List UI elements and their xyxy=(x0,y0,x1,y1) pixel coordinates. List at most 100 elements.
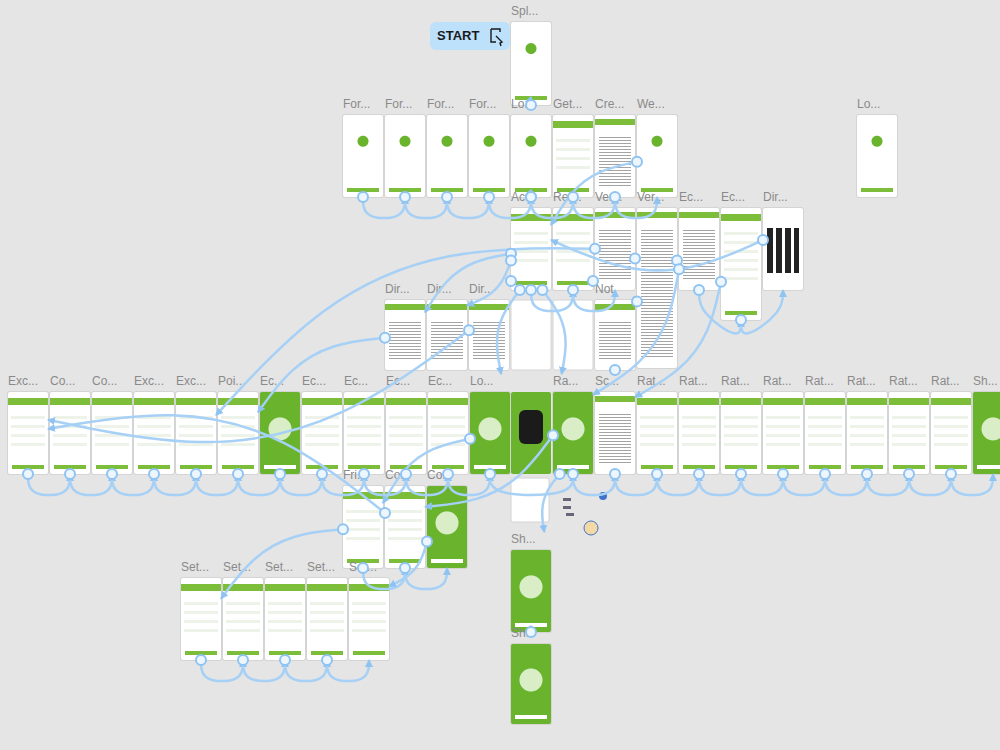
connector-dot xyxy=(758,235,768,245)
screen-body xyxy=(223,578,263,660)
screen-frame: Ec... xyxy=(344,374,384,474)
prototype-connector xyxy=(405,197,447,218)
frame-name: Ac... xyxy=(511,190,535,204)
connector-dot xyxy=(555,469,565,479)
connector-dot xyxy=(632,157,642,167)
prototype-connector xyxy=(489,197,531,218)
prototype-connector xyxy=(573,474,615,495)
connector-dot xyxy=(359,469,369,479)
prototype-connector xyxy=(48,415,385,513)
prototype-connector xyxy=(509,281,511,285)
screen-body xyxy=(385,115,425,197)
prototype-connector xyxy=(327,660,369,681)
connector-dot xyxy=(632,296,642,306)
screen-frame: Rat... xyxy=(763,374,803,474)
frame-name: Rat... xyxy=(847,374,876,388)
screen-frame: Co... xyxy=(427,468,467,568)
connector-dot xyxy=(590,244,600,254)
connector-dot xyxy=(400,563,410,573)
prototype-connector xyxy=(951,474,993,495)
connector-dot xyxy=(191,469,201,479)
frame-name: Fri... xyxy=(343,468,367,482)
frame-name: Not xyxy=(595,282,614,296)
screen-frame: Dir... xyxy=(427,282,467,370)
connector-dot xyxy=(442,192,452,202)
screen-body xyxy=(721,208,761,320)
frame-name: Co... xyxy=(92,374,117,388)
screen-body xyxy=(847,392,887,474)
icon xyxy=(599,492,607,500)
screen-body xyxy=(553,115,593,197)
frame-name: Set... xyxy=(349,560,377,574)
screen-body xyxy=(343,115,383,197)
screen-body xyxy=(470,392,510,474)
connector-dot xyxy=(588,276,598,286)
prototype-connector xyxy=(542,290,565,374)
screen-frame: Ret... xyxy=(553,190,593,290)
connector-dot xyxy=(233,469,243,479)
connector-dot xyxy=(568,192,578,202)
screen-frame: Ec... xyxy=(428,374,468,474)
screen-body xyxy=(511,644,551,724)
screen-frame: Set... xyxy=(181,560,221,660)
prototype-connector xyxy=(425,254,511,313)
screen-frame: Get... xyxy=(553,97,593,197)
connector-dot xyxy=(506,249,516,259)
connector-dot xyxy=(238,655,248,665)
frame-name: Rat... xyxy=(637,374,666,388)
screen-body xyxy=(805,392,845,474)
connector-dot xyxy=(548,430,558,440)
prototype-connector xyxy=(467,260,511,305)
screen-body xyxy=(427,300,467,370)
connector-dot xyxy=(862,469,872,479)
frame-name: Rat... xyxy=(889,374,918,388)
prototype-connector xyxy=(363,568,405,589)
connector-dot xyxy=(672,255,682,265)
connector-dot xyxy=(526,192,536,202)
screen-body xyxy=(595,208,635,290)
connector-dot xyxy=(674,264,684,274)
screen-body xyxy=(307,578,347,660)
prototype-connector xyxy=(657,474,699,495)
prototype-connector xyxy=(243,660,285,681)
frame-name: We... xyxy=(637,97,665,111)
screen-body xyxy=(385,300,425,370)
screen-body xyxy=(265,578,305,660)
screen-frame: Sh... xyxy=(511,626,551,724)
prototype-connector xyxy=(112,474,154,495)
prototype-connector xyxy=(867,474,909,495)
screen-frame: For... xyxy=(385,97,425,197)
prototype-connector xyxy=(497,290,520,374)
connector-dot xyxy=(716,277,726,287)
screen-frame: We... xyxy=(637,97,677,197)
frame-name: Poi... xyxy=(218,374,245,388)
screen-frame xyxy=(511,392,551,474)
prototype-connector xyxy=(406,474,448,495)
screen-body xyxy=(260,392,300,474)
screen-body xyxy=(637,208,677,368)
screen-frame: Dir... xyxy=(385,282,425,370)
prototype-connector xyxy=(615,474,657,495)
frame-name: Lo... xyxy=(511,97,534,111)
prototype-connector xyxy=(783,474,825,495)
prototype-connector xyxy=(322,474,364,495)
prototype-connector xyxy=(635,282,721,397)
icon xyxy=(563,506,571,509)
screen-body xyxy=(595,115,635,197)
start-button xyxy=(430,22,510,50)
frame-name: Ec... xyxy=(344,374,368,388)
screen-body xyxy=(595,300,635,370)
connector-dot xyxy=(904,469,914,479)
screen-body xyxy=(511,550,551,632)
prototype-connector xyxy=(615,197,657,218)
connector-dot xyxy=(23,469,33,479)
frame-name: Sh... xyxy=(973,374,998,388)
connector-dot xyxy=(736,315,746,325)
prototype-connector xyxy=(405,568,447,589)
frame-name: Dir... xyxy=(427,282,452,296)
screen-body xyxy=(134,392,174,474)
screen-body xyxy=(92,392,132,474)
connector-dot xyxy=(380,333,390,343)
connector-dot xyxy=(630,254,640,264)
screen-body xyxy=(763,208,803,290)
